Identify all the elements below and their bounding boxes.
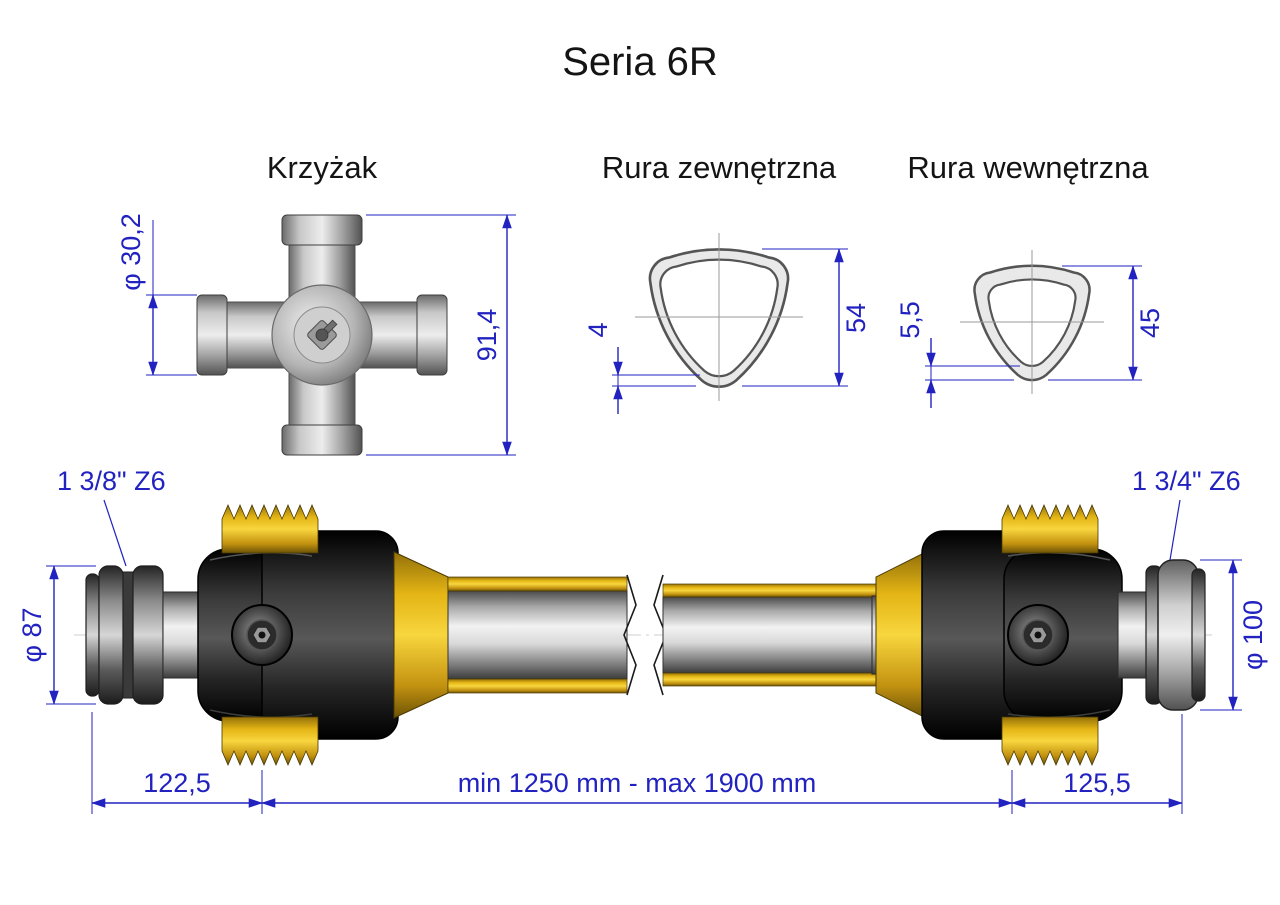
- dim-text-right-diameter: φ 100: [1238, 600, 1268, 670]
- cross-left-cap: [196, 294, 228, 376]
- cross-section-label: Krzyżak: [267, 150, 378, 185]
- dim-text-right-length: 125,5: [1063, 768, 1131, 798]
- dim-text-left-length: 122,5: [143, 768, 211, 798]
- left-guard-and-tube: [393, 551, 637, 719]
- dim-text-cross-height: 91,4: [472, 309, 502, 362]
- cross-top-cap: [281, 214, 363, 246]
- dim-text-outer-tube-size: 54: [841, 303, 871, 333]
- left-end-yoke-collar: [85, 565, 206, 705]
- right-guard-and-tube: [653, 551, 929, 719]
- dim-inner-tube-wall: 5,5: [895, 301, 1020, 408]
- cross-bottom-cap: [281, 424, 363, 456]
- dim-text-inner-tube-wall: 5,5: [895, 301, 925, 339]
- left-yoke: [197, 530, 399, 740]
- dim-text-left-diameter: φ 87: [17, 607, 47, 662]
- left-cross-hub: [231, 604, 293, 666]
- dim-inner-tube-size: 45: [1048, 265, 1165, 381]
- dim-text-cross-diameter: φ 30,2: [116, 213, 146, 291]
- inner-tube-section-label: Rura wewnętrzna: [907, 150, 1149, 185]
- right-spline-label: 1 3/4" Z6: [1132, 466, 1241, 496]
- dim-cross-cap-diameter: φ 30,2: [116, 213, 197, 376]
- outer-tube-section-label: Rura zewnętrzna: [602, 150, 837, 185]
- right-spline-callout: 1 3/4" Z6: [1132, 466, 1241, 561]
- grease-fitting-icon: [307, 319, 338, 350]
- pto-shaft-drawing: [74, 503, 1212, 767]
- cross-right-cap: [416, 294, 448, 376]
- outer-tube-drawing: [635, 233, 803, 401]
- dim-text-inner-tube-size: 45: [1135, 308, 1165, 338]
- dim-outer-tube-wall: 4: [583, 322, 700, 414]
- dim-text-outer-tube-wall: 4: [583, 322, 613, 337]
- dim-cross-height: 91,4: [366, 214, 516, 456]
- dim-right-diameter: φ 100: [1200, 559, 1268, 711]
- inner-tube-drawing: [960, 250, 1104, 394]
- dim-bottom-chain: 122,5 min 1250 mm - max 1900 mm 125,5: [91, 712, 1183, 814]
- right-end-yoke-collar: [1117, 559, 1206, 711]
- page-title: Seria 6R: [562, 40, 718, 84]
- dim-left-diameter: φ 87: [17, 565, 96, 705]
- left-spline-callout: 1 3/8" Z6: [57, 466, 166, 567]
- dim-text-total-length: min 1250 mm - max 1900 mm: [458, 768, 817, 798]
- right-guard-crown: [1001, 503, 1099, 767]
- dim-outer-tube-size: 54: [742, 248, 871, 387]
- left-spline-label: 1 3/8" Z6: [57, 466, 166, 496]
- left-guard-crown: [221, 503, 319, 767]
- right-cross-hub: [1007, 604, 1069, 666]
- cross-journal-drawing: [196, 214, 448, 456]
